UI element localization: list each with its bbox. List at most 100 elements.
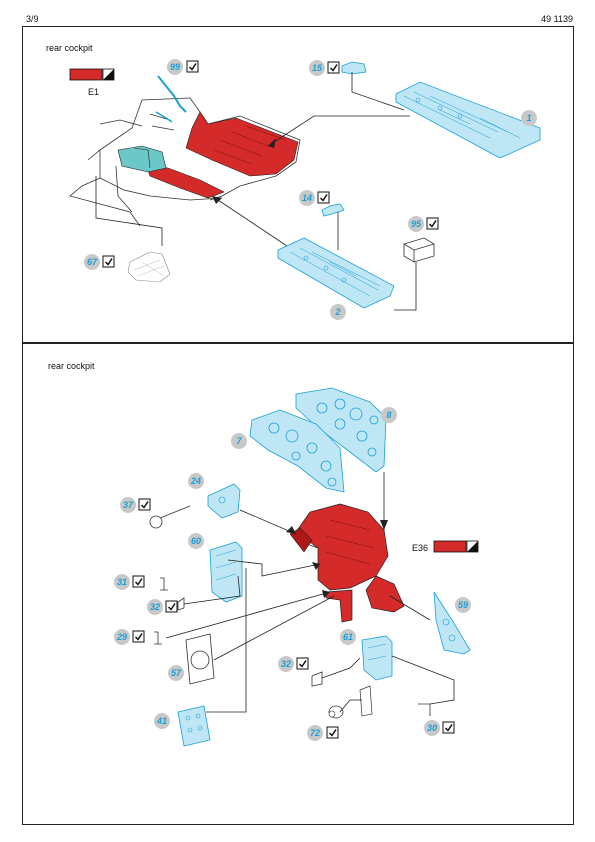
bubble-15	[309, 60, 325, 76]
check-32a[interactable]	[165, 600, 178, 613]
check-72[interactable]	[326, 726, 339, 739]
bubble-37	[120, 497, 136, 513]
part-label-24: 24	[190, 476, 201, 486]
part-label-57: 57	[171, 668, 182, 678]
bubble-30	[424, 720, 440, 736]
bubble-31	[114, 574, 130, 590]
part-label-15: 15	[312, 63, 323, 73]
bubble-7	[231, 433, 247, 449]
part-14	[321, 203, 345, 217]
page-number: 3/9	[26, 14, 39, 24]
part-label-41: 41	[156, 716, 167, 726]
check-32b[interactable]	[296, 657, 309, 670]
bubble-67	[84, 254, 100, 270]
bubble-29	[114, 629, 130, 645]
color-label-e36: E36	[412, 543, 428, 553]
section-top-frame	[22, 26, 574, 343]
kit-code: 49 1139	[541, 14, 573, 24]
part-label-59: 59	[458, 600, 468, 610]
part-32b	[311, 671, 323, 687]
instrument-panel-red	[289, 503, 405, 623]
bubble-8	[381, 407, 397, 423]
section-bottom-frame	[22, 343, 574, 825]
arrow-2	[212, 196, 222, 204]
color-label-e1: E1	[88, 87, 99, 97]
bubble-99	[167, 59, 183, 75]
bubble-2	[330, 304, 346, 320]
part-24	[207, 483, 241, 519]
bubble-57	[168, 665, 184, 681]
part-15	[341, 61, 367, 75]
part-label-8: 8	[386, 410, 391, 420]
check-29[interactable]	[132, 630, 145, 643]
part-label-99: 99	[170, 62, 180, 72]
bubble-60	[188, 533, 204, 549]
part-label-2: 2	[334, 307, 340, 317]
part-label-67: 67	[87, 257, 98, 267]
part-67	[127, 251, 171, 283]
arrow-4	[380, 520, 388, 530]
part-59	[433, 591, 471, 655]
part-72	[328, 705, 344, 719]
part-label-14: 14	[302, 193, 312, 203]
part-label-72: 72	[310, 728, 320, 738]
part-1	[395, 81, 541, 159]
arrow-5	[312, 562, 320, 570]
part-31	[160, 577, 168, 591]
bubble-41	[154, 713, 170, 729]
part-8	[295, 387, 387, 473]
part-label-95: 95	[411, 219, 422, 229]
part-label-61: 61	[343, 632, 353, 642]
check-14[interactable]	[317, 191, 330, 204]
part-41	[177, 705, 211, 747]
part-30	[418, 703, 431, 716]
part-99	[155, 75, 187, 123]
part-29	[154, 631, 162, 645]
bubble-14	[299, 190, 315, 206]
part-label-1: 1	[526, 113, 531, 123]
part-label-32b: 32	[281, 659, 291, 669]
check-30[interactable]	[442, 721, 455, 734]
part-57	[185, 633, 215, 685]
part-label-7: 7	[236, 436, 242, 446]
color-swatch-e1	[69, 68, 115, 81]
arrow-1	[268, 138, 276, 148]
leader-lines-bottom	[165, 472, 455, 713]
part-32a	[177, 597, 185, 611]
section-title-top: rear cockpit	[46, 43, 93, 53]
color-swatch-e36	[433, 540, 479, 553]
part-2	[277, 237, 395, 309]
bubble-24	[188, 473, 204, 489]
arrow-3	[286, 526, 296, 534]
check-67[interactable]	[102, 255, 115, 268]
part-label-37: 37	[123, 500, 134, 510]
part-label-32a: 32	[150, 602, 160, 612]
part-37	[149, 505, 191, 529]
bubble-1	[521, 110, 537, 126]
part-7	[249, 409, 345, 493]
cockpit-floor-red	[145, 111, 299, 199]
part-61	[359, 635, 393, 717]
part-label-29: 29	[116, 632, 127, 642]
arrow-6	[322, 590, 330, 598]
check-31[interactable]	[132, 575, 145, 588]
check-37[interactable]	[138, 498, 151, 511]
part-95	[403, 237, 435, 263]
seat-teal	[117, 145, 167, 173]
bubble-95	[408, 216, 424, 232]
bubble-61	[340, 629, 356, 645]
part-label-30: 30	[427, 723, 437, 733]
part-label-60: 60	[191, 536, 201, 546]
leader-lines-top	[95, 72, 417, 311]
cockpit-tub	[69, 97, 301, 227]
part-60	[209, 541, 243, 603]
bubble-59	[455, 597, 471, 613]
check-99[interactable]	[186, 60, 199, 73]
check-15[interactable]	[327, 61, 340, 74]
bubble-72	[307, 725, 323, 741]
check-95[interactable]	[426, 217, 439, 230]
section-title-bottom: rear cockpit	[48, 361, 95, 371]
bubble-32a	[147, 599, 163, 615]
bubble-32b	[278, 656, 294, 672]
